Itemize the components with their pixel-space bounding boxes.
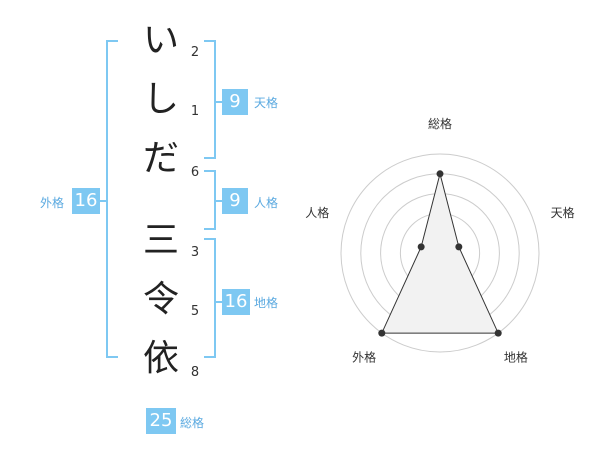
name-char-2: し	[142, 79, 179, 120]
soukaku-badge: 25	[146, 408, 176, 434]
radar-ring-5	[340, 153, 540, 353]
tenkaku-bracket-top	[204, 40, 216, 42]
radar-axis-label-5: 人格	[305, 205, 329, 220]
jinkaku-bracket-mid	[216, 200, 222, 202]
radar-axis-label-1: 総格	[428, 116, 452, 131]
stroke-count-3: 6	[190, 165, 200, 180]
gaikaku-bracket-top	[106, 40, 118, 42]
radar-axis-label-3: 地格	[504, 349, 528, 364]
radar-points	[378, 170, 502, 337]
gaikaku-badge: 16	[72, 188, 100, 214]
name-char-6: 依	[142, 338, 179, 379]
jinkaku-bracket-top	[204, 170, 216, 172]
jinkaku-bracket-bottom	[204, 228, 216, 230]
gaikaku-bracket-bottom	[106, 356, 118, 358]
tenkaku-label: 天格	[254, 96, 279, 110]
radar-point-1	[436, 170, 444, 178]
tenkaku-bracket-bottom	[204, 157, 216, 159]
radar-point-2	[455, 243, 463, 251]
jinkaku-label: 人格	[254, 196, 279, 210]
chikaku-bracket-mid	[216, 301, 222, 303]
name-char-4: 三	[142, 220, 179, 261]
stroke-count-2: 1	[190, 104, 200, 119]
radar-point-4	[378, 329, 386, 337]
stroke-count-5: 5	[190, 304, 200, 319]
stroke-count-6: 8	[190, 365, 200, 380]
jinkaku-badge: 9	[222, 188, 248, 214]
name-char-5: 令	[142, 279, 179, 320]
chikaku-label: 地格	[254, 296, 279, 310]
gaikaku-label: 外格	[40, 196, 65, 210]
chikaku-bracket-bottom	[204, 356, 216, 358]
chikaku-bracket-top	[204, 238, 216, 240]
name-char-1: い	[142, 20, 179, 61]
radar-point-3	[494, 329, 502, 337]
chikaku-bracket-line	[214, 238, 216, 358]
stroke-count-1: 2	[190, 45, 200, 60]
radar-axis-label-2: 天格	[551, 205, 575, 220]
jinkaku-bracket-line	[214, 170, 216, 230]
tenkaku-bracket-mid	[216, 101, 222, 103]
stroke-count-4: 3	[190, 245, 200, 260]
radar-axis-label-4: 外格	[352, 349, 376, 364]
radar-point-5	[417, 243, 425, 251]
tenkaku-badge: 9	[222, 89, 248, 115]
soukaku-label: 総格	[180, 416, 205, 430]
chikaku-badge: 16	[222, 289, 250, 315]
tenkaku-bracket-line	[214, 40, 216, 159]
gaikaku-bracket-mid	[98, 200, 106, 202]
gaikaku-bracket-line	[106, 40, 108, 358]
radar-polygon	[381, 173, 499, 334]
name-char-3: だ	[142, 138, 179, 179]
